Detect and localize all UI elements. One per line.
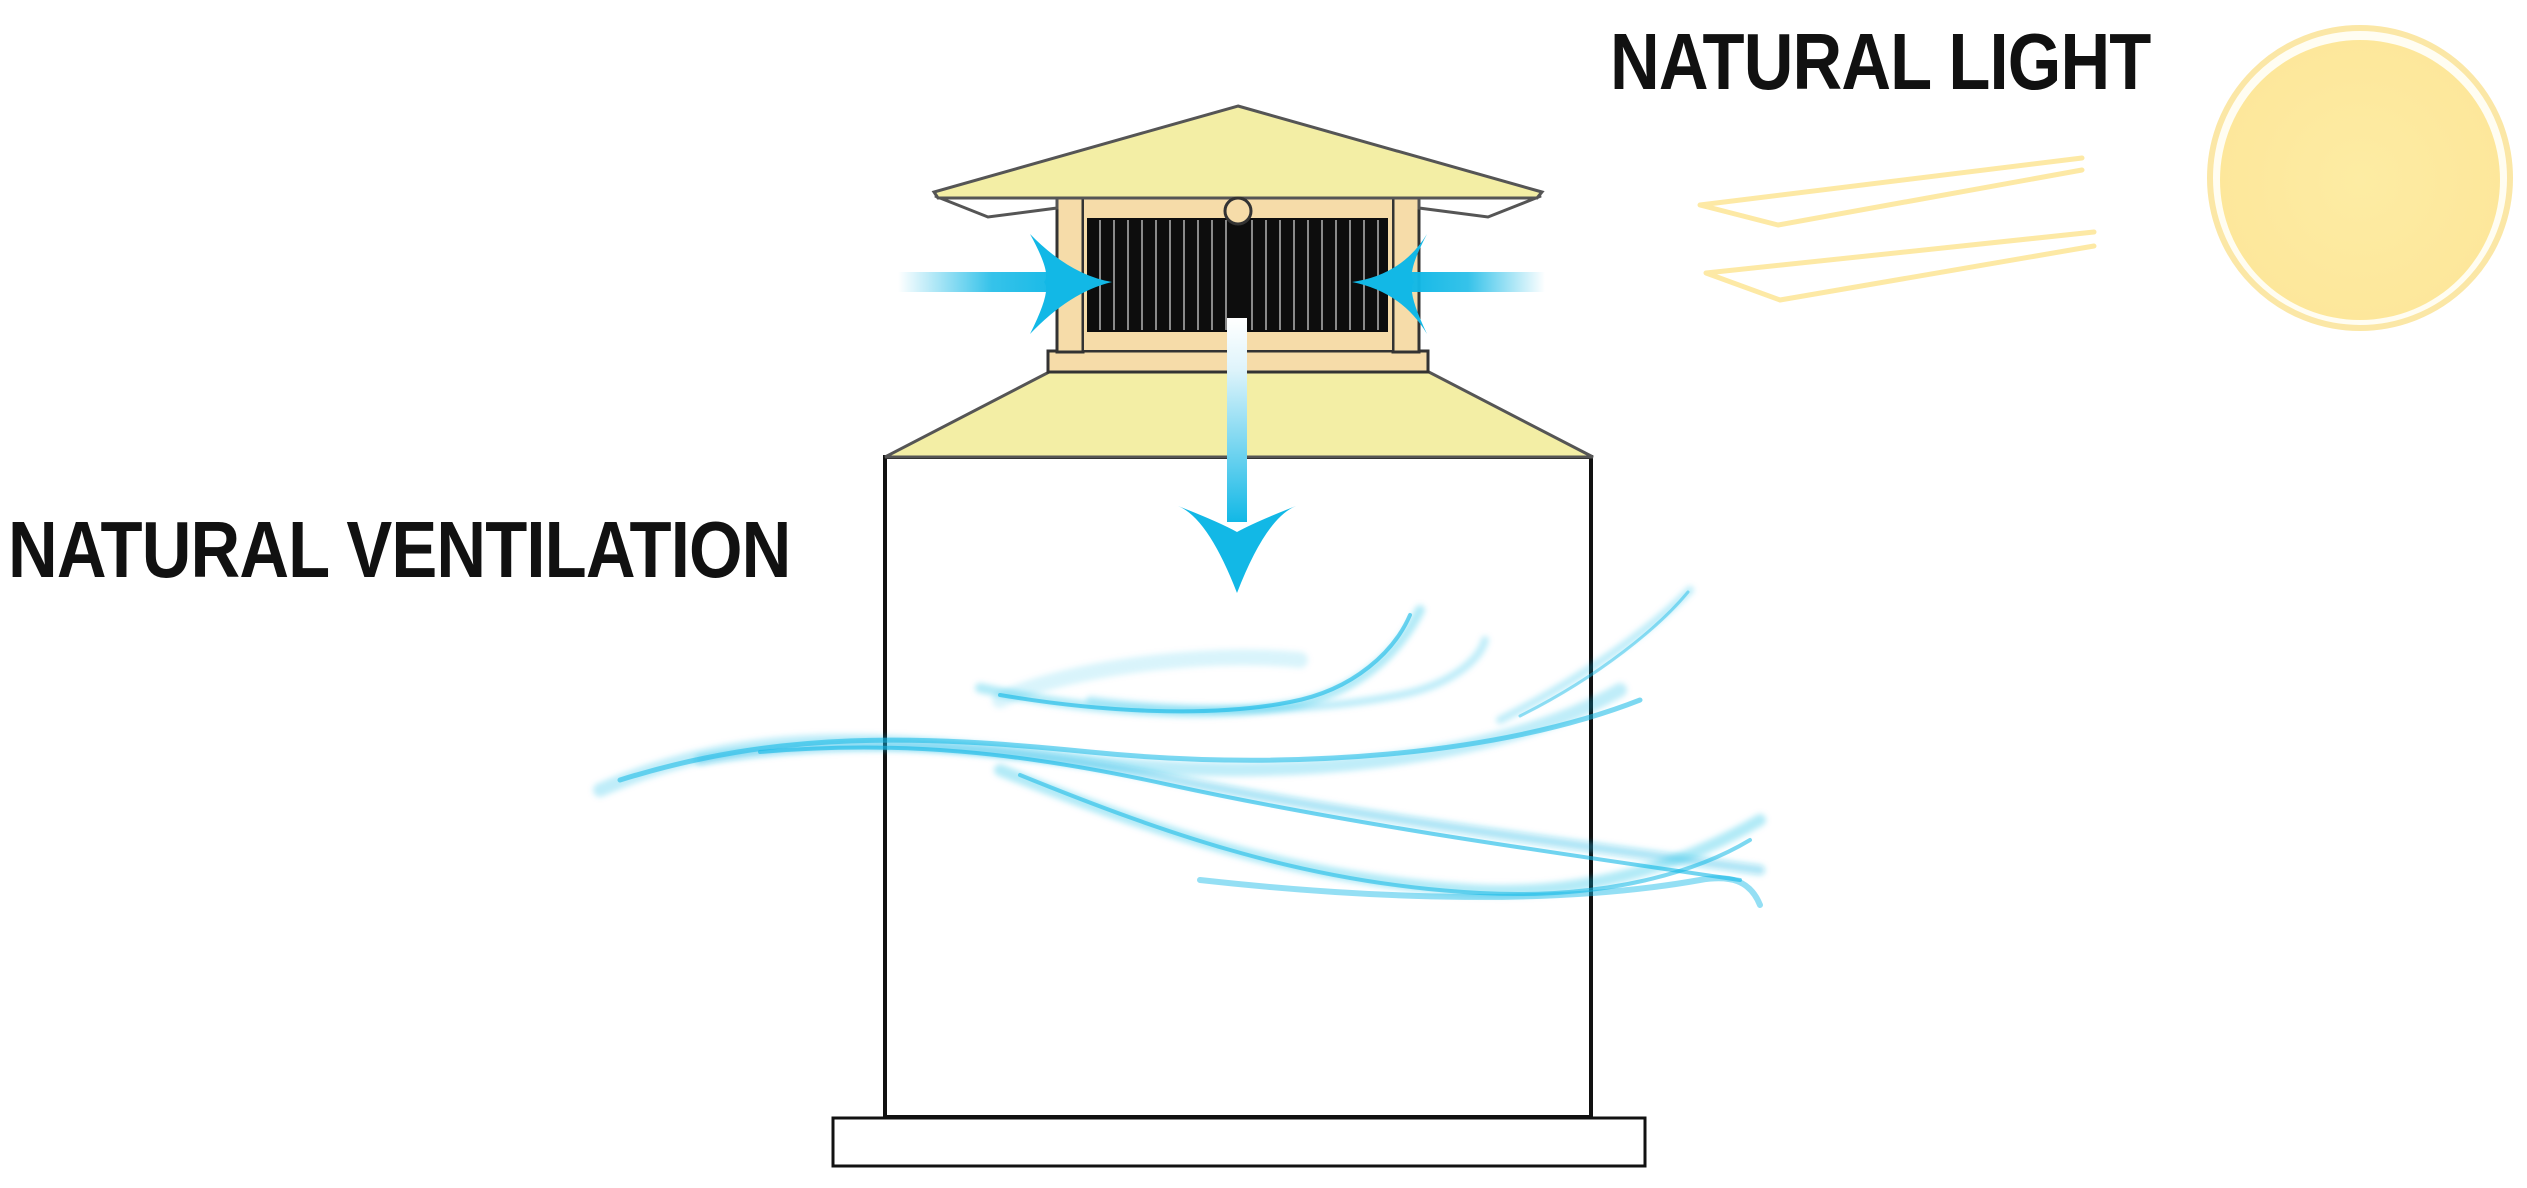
sun-icon (2207, 25, 2513, 331)
down-arrow-icon (1178, 318, 1296, 593)
natural-light-label: NATURAL LIGHT (1610, 17, 2151, 106)
light-ray-arrow-icon (1697, 155, 2097, 303)
airflow-arrow-icon (898, 234, 1112, 334)
upper-roof (931, 104, 1545, 200)
wind-swoosh-icon (593, 586, 1766, 908)
base-plinth (831, 1116, 1647, 1168)
ridge-ball (1223, 196, 1253, 226)
airflow-arrow-icon (1352, 234, 1545, 334)
louver-panel (1087, 218, 1388, 332)
natural-ventilation-label: NATURAL VENTILATION (8, 505, 791, 594)
louver-slats (1099, 220, 1379, 330)
